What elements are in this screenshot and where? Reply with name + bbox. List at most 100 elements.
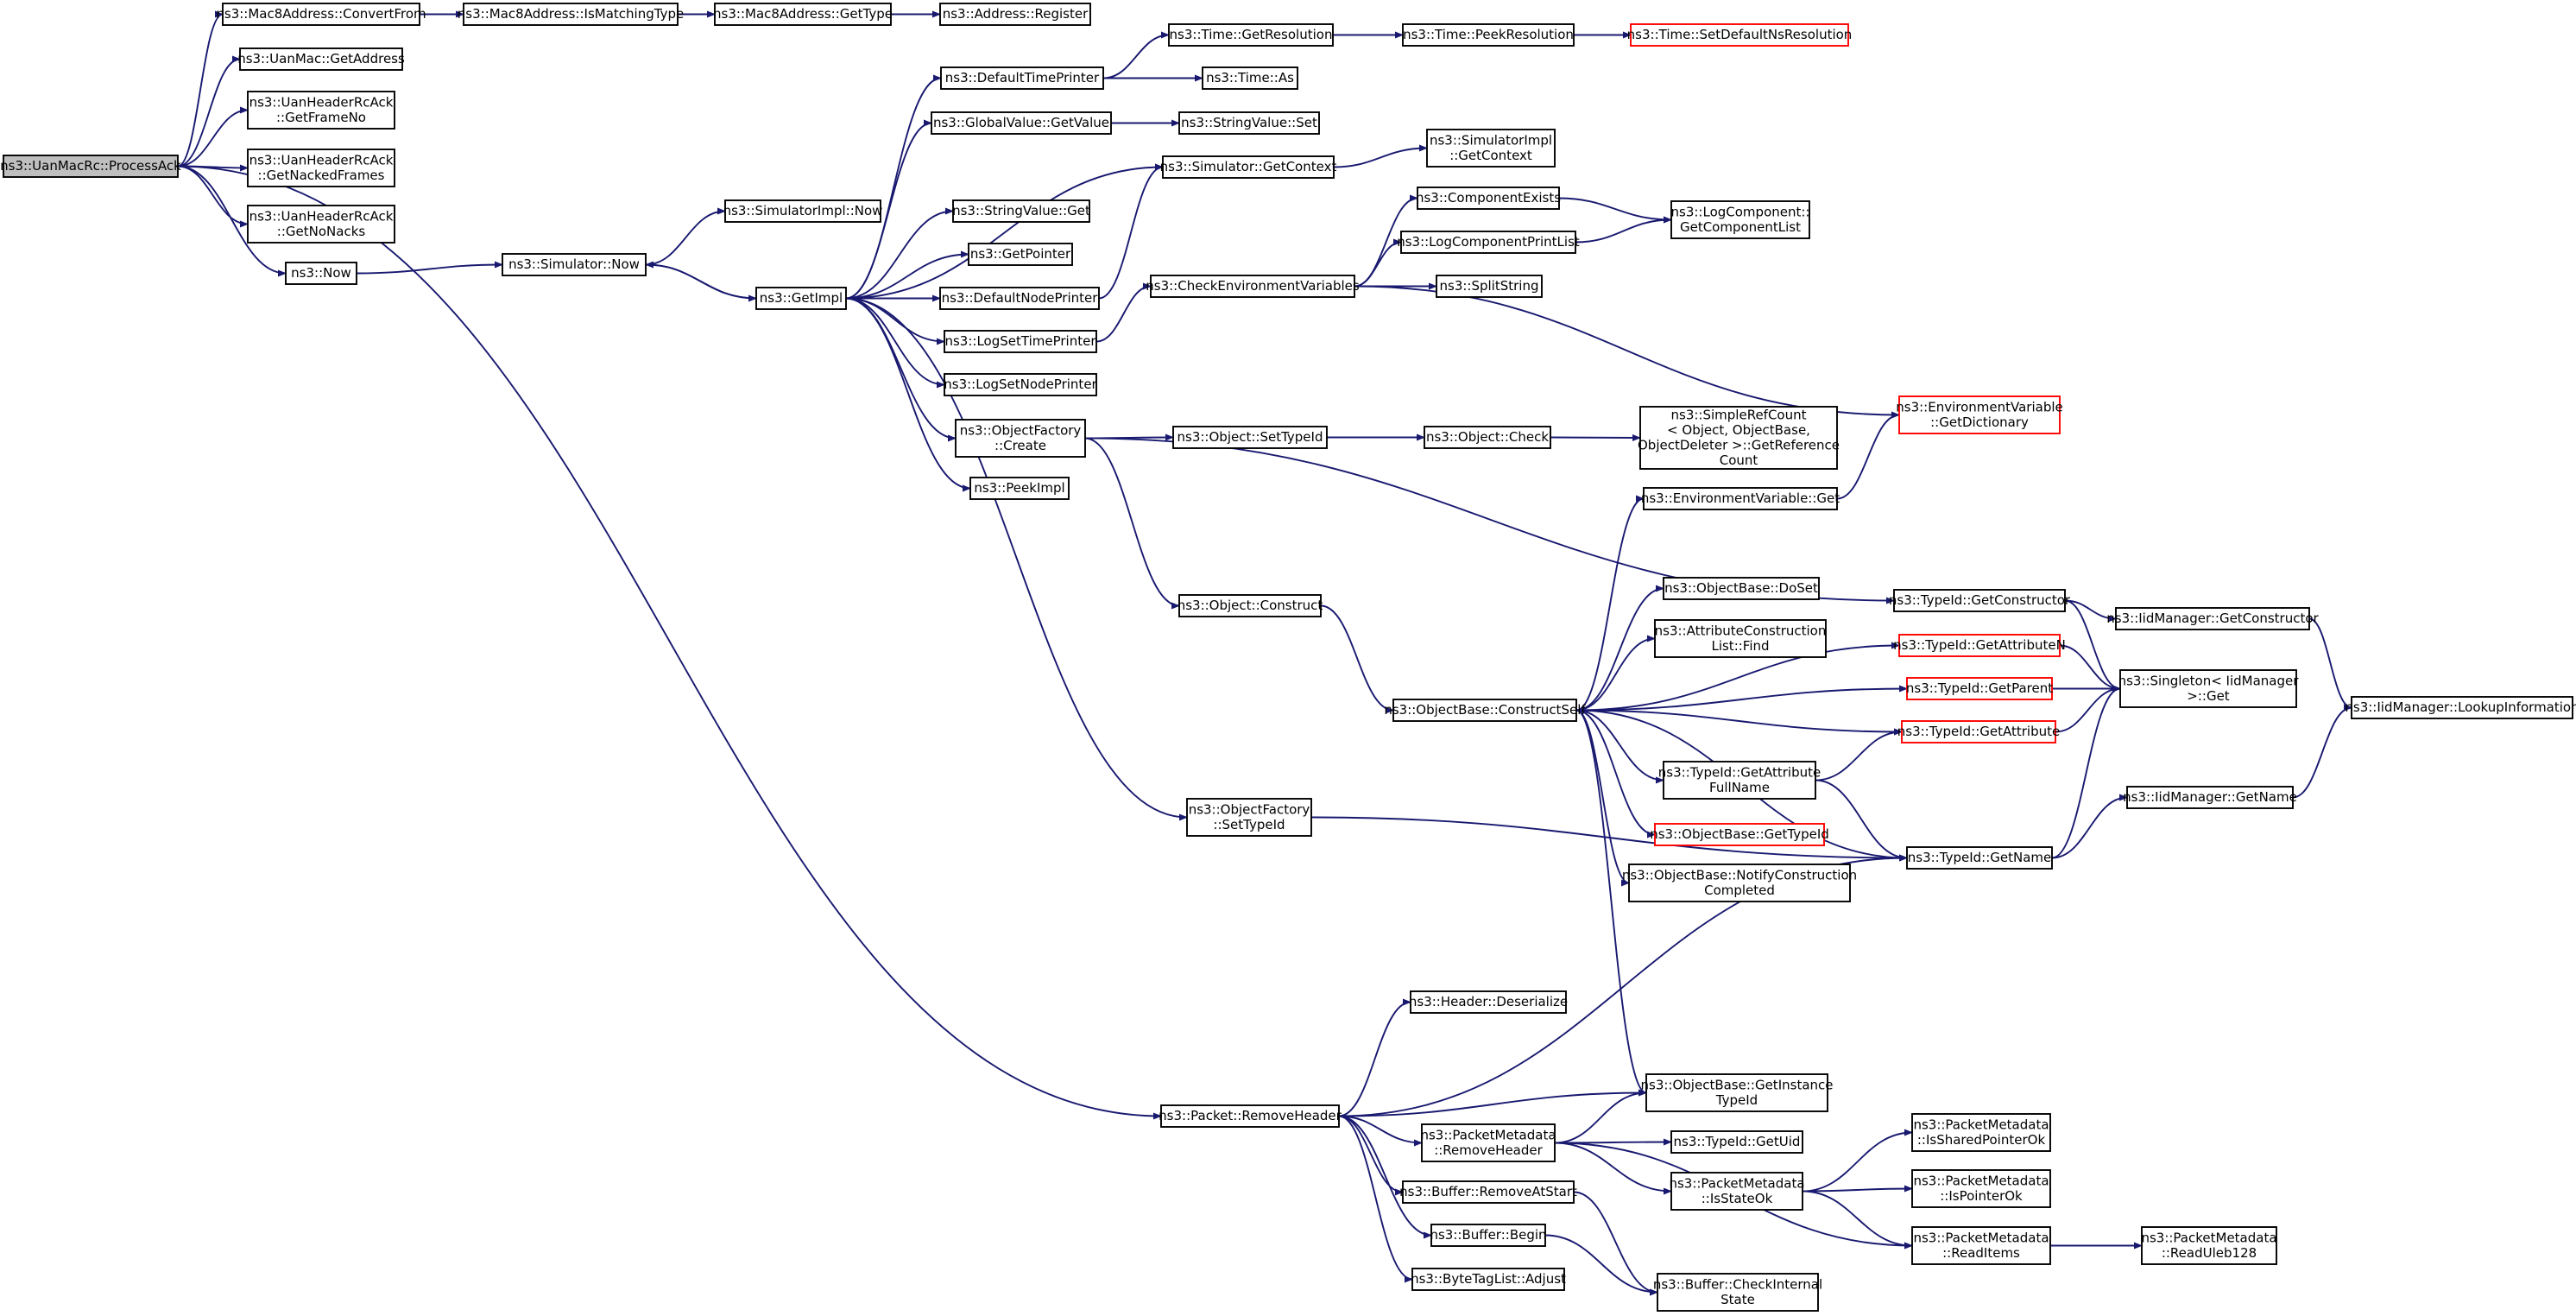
node-box[interactable] xyxy=(247,205,395,244)
node-typeidgetattribute[interactable]: ns3::TypeId::GetAttribute xyxy=(1897,720,2060,743)
node-getframeno[interactable]: ns3::UanHeaderRcAck::GetFrameNo xyxy=(247,91,395,130)
node-box[interactable] xyxy=(2126,786,2294,809)
node-box[interactable] xyxy=(955,419,1086,458)
node-pmreaditems[interactable]: ns3::PacketMetadata::ReadItems xyxy=(1911,1226,2051,1265)
node-box[interactable] xyxy=(1168,23,1334,47)
node-processack[interactable]: ns3::UanMacRc::ProcessAck xyxy=(0,155,181,178)
node-defaulttimeprinter[interactable]: ns3::DefaultTimePrinter xyxy=(940,66,1104,90)
node-box[interactable] xyxy=(1628,864,1851,902)
node-timeas[interactable]: ns3::Time::As xyxy=(1202,66,1298,90)
node-box[interactable] xyxy=(940,66,1104,90)
node-getcomponentlist[interactable]: ns3::LogComponent::GetComponentList xyxy=(1670,200,1810,239)
node-box[interactable] xyxy=(1893,589,2066,612)
node-globalvalueget[interactable]: ns3::GlobalValue::GetValue xyxy=(931,111,1112,135)
node-pmreaduleb128[interactable]: ns3::PacketMetadata::ReadUleb128 xyxy=(2141,1226,2277,1265)
node-box[interactable] xyxy=(724,199,881,223)
node-box[interactable] xyxy=(2115,607,2310,630)
node-box[interactable] xyxy=(3,155,179,178)
node-now[interactable]: ns3::Now xyxy=(285,262,357,285)
node-simimplnow[interactable]: ns3::SimulatorImpl::Now xyxy=(723,199,883,223)
node-objectbasedoset[interactable]: ns3::ObjectBase::DoSet xyxy=(1663,577,1820,600)
node-box[interactable] xyxy=(1898,634,2061,657)
node-box[interactable] xyxy=(1424,426,1551,449)
node-box[interactable] xyxy=(1150,275,1355,298)
node-uanmacgetaddress[interactable]: ns3::UanMac::GetAddress xyxy=(237,47,405,71)
node-box[interactable] xyxy=(285,262,357,285)
node-box[interactable] xyxy=(1906,677,2053,700)
node-headerdeserialize[interactable]: ns3::Header::Deserialize xyxy=(1409,990,1568,1014)
node-box[interactable] xyxy=(1670,200,1810,239)
node-box[interactable] xyxy=(1643,487,1838,510)
node-box[interactable] xyxy=(1402,1180,1575,1204)
node-box[interactable] xyxy=(1400,231,1576,254)
node-box[interactable] xyxy=(1911,1169,2051,1208)
node-box[interactable] xyxy=(1663,761,1816,800)
node-box[interactable] xyxy=(1410,990,1567,1014)
node-box[interactable] xyxy=(944,373,1097,396)
node-stringvalueget[interactable]: ns3::StringValue::Get xyxy=(952,199,1090,223)
node-notifyconstruction[interactable]: ns3::ObjectBase::NotifyConstructionCompl… xyxy=(1622,864,1857,902)
node-bufferremoveatstart[interactable]: ns3::Buffer::RemoveAtStart xyxy=(1399,1180,1577,1204)
node-box[interactable] xyxy=(952,199,1090,223)
node-box[interactable] xyxy=(968,243,1073,266)
node-typeidgetattributen[interactable]: ns3::TypeId::GetAttributeN xyxy=(1893,634,2066,657)
node-box[interactable] xyxy=(1898,395,2061,434)
node-box[interactable] xyxy=(1630,23,1849,47)
node-box[interactable] xyxy=(2351,696,2573,719)
node-typeidgetuid[interactable]: ns3::TypeId::GetUid xyxy=(1670,1130,1803,1154)
node-box[interactable] xyxy=(1906,846,2053,870)
node-singletonget[interactable]: ns3::Singleton< IidManager>::Get xyxy=(2118,669,2300,708)
node-typeidgetname[interactable]: ns3::TypeId::GetName xyxy=(1906,846,2053,870)
node-box[interactable] xyxy=(1417,187,1560,210)
node-setdefaultns[interactable]: ns3::Time::SetDefaultNsResolution xyxy=(1627,23,1853,47)
node-box[interactable] xyxy=(1186,798,1312,837)
node-box[interactable] xyxy=(1202,66,1298,90)
node-simnow[interactable]: ns3::Simulator::Now xyxy=(502,253,647,276)
node-bytetaglistadjust[interactable]: ns3::ByteTagList::Adjust xyxy=(1411,1268,1566,1291)
node-objfactorysettypeid[interactable]: ns3::ObjectFactory::SetTypeId xyxy=(1186,798,1312,837)
node-box[interactable] xyxy=(1911,1226,2051,1265)
node-box[interactable] xyxy=(1392,699,1577,722)
node-box[interactable] xyxy=(969,477,1070,500)
node-simimplgetcontext[interactable]: ns3::SimulatorImpl::GetContext xyxy=(1426,129,1556,168)
node-box[interactable] xyxy=(1901,720,2056,743)
node-pmisstateok[interactable]: ns3::PacketMetadata::IsStateOk xyxy=(1669,1172,1805,1211)
node-pmispointerok[interactable]: ns3::PacketMetadata::IsPointerOk xyxy=(1911,1169,2051,1208)
node-pmremoveheader[interactable]: ns3::PacketMetadata::RemoveHeader xyxy=(1420,1123,1556,1162)
node-box[interactable] xyxy=(1162,155,1335,179)
node-componentexists[interactable]: ns3::ComponentExists xyxy=(1416,187,1561,210)
node-mac8ismatchingtype[interactable]: ns3::Mac8Address::IsMatchingType xyxy=(458,3,684,26)
node-box[interactable] xyxy=(1402,23,1575,47)
node-getpointer[interactable]: ns3::GetPointer xyxy=(968,243,1073,266)
node-box[interactable] xyxy=(1639,406,1838,470)
node-pmissharedpointerok[interactable]: ns3::PacketMetadata::IsSharedPointerOk xyxy=(1911,1113,2051,1152)
node-box[interactable] xyxy=(2141,1226,2277,1265)
node-box[interactable] xyxy=(239,47,403,71)
node-simgetcontext[interactable]: ns3::Simulator::GetContext xyxy=(1160,155,1337,179)
node-box[interactable] xyxy=(755,287,847,310)
node-defaultnodeprinter[interactable]: ns3::DefaultNodePrinter xyxy=(939,287,1100,310)
node-box[interactable] xyxy=(463,3,679,26)
node-objectconstruct[interactable]: ns3::Object::Construct xyxy=(1178,594,1323,617)
node-timepeekresolution[interactable]: ns3::Time::PeekResolution xyxy=(1402,23,1575,47)
node-box[interactable] xyxy=(1654,619,1827,658)
node-box[interactable] xyxy=(1670,1172,1803,1211)
node-box[interactable] xyxy=(1654,823,1825,846)
node-box[interactable] xyxy=(1178,594,1322,617)
node-box[interactable] xyxy=(939,3,1091,26)
node-peekimpl[interactable]: ns3::PeekImpl xyxy=(969,477,1070,500)
node-box[interactable] xyxy=(931,111,1112,135)
node-typeidgetconstructor[interactable]: ns3::TypeId::GetConstructor xyxy=(1889,589,2071,612)
node-box[interactable] xyxy=(1670,1130,1803,1154)
node-splitstring[interactable]: ns3::SplitString xyxy=(1436,275,1543,298)
node-box[interactable] xyxy=(1645,1073,1828,1112)
node-bufferbegin[interactable]: ns3::Buffer::Begin xyxy=(1430,1224,1547,1247)
node-box[interactable] xyxy=(1657,1273,1819,1312)
node-box[interactable] xyxy=(1172,426,1328,449)
node-logcomponentprintlist[interactable]: ns3::LogComponentPrintList xyxy=(1397,231,1580,254)
node-simplerefcount[interactable]: ns3::SimpleRefCount< Object, ObjectBase,… xyxy=(1638,406,1840,470)
node-iidgetname[interactable]: ns3::IidManager::GetName xyxy=(2123,786,2297,809)
node-objectcheck[interactable]: ns3::Object::Check xyxy=(1424,426,1551,449)
